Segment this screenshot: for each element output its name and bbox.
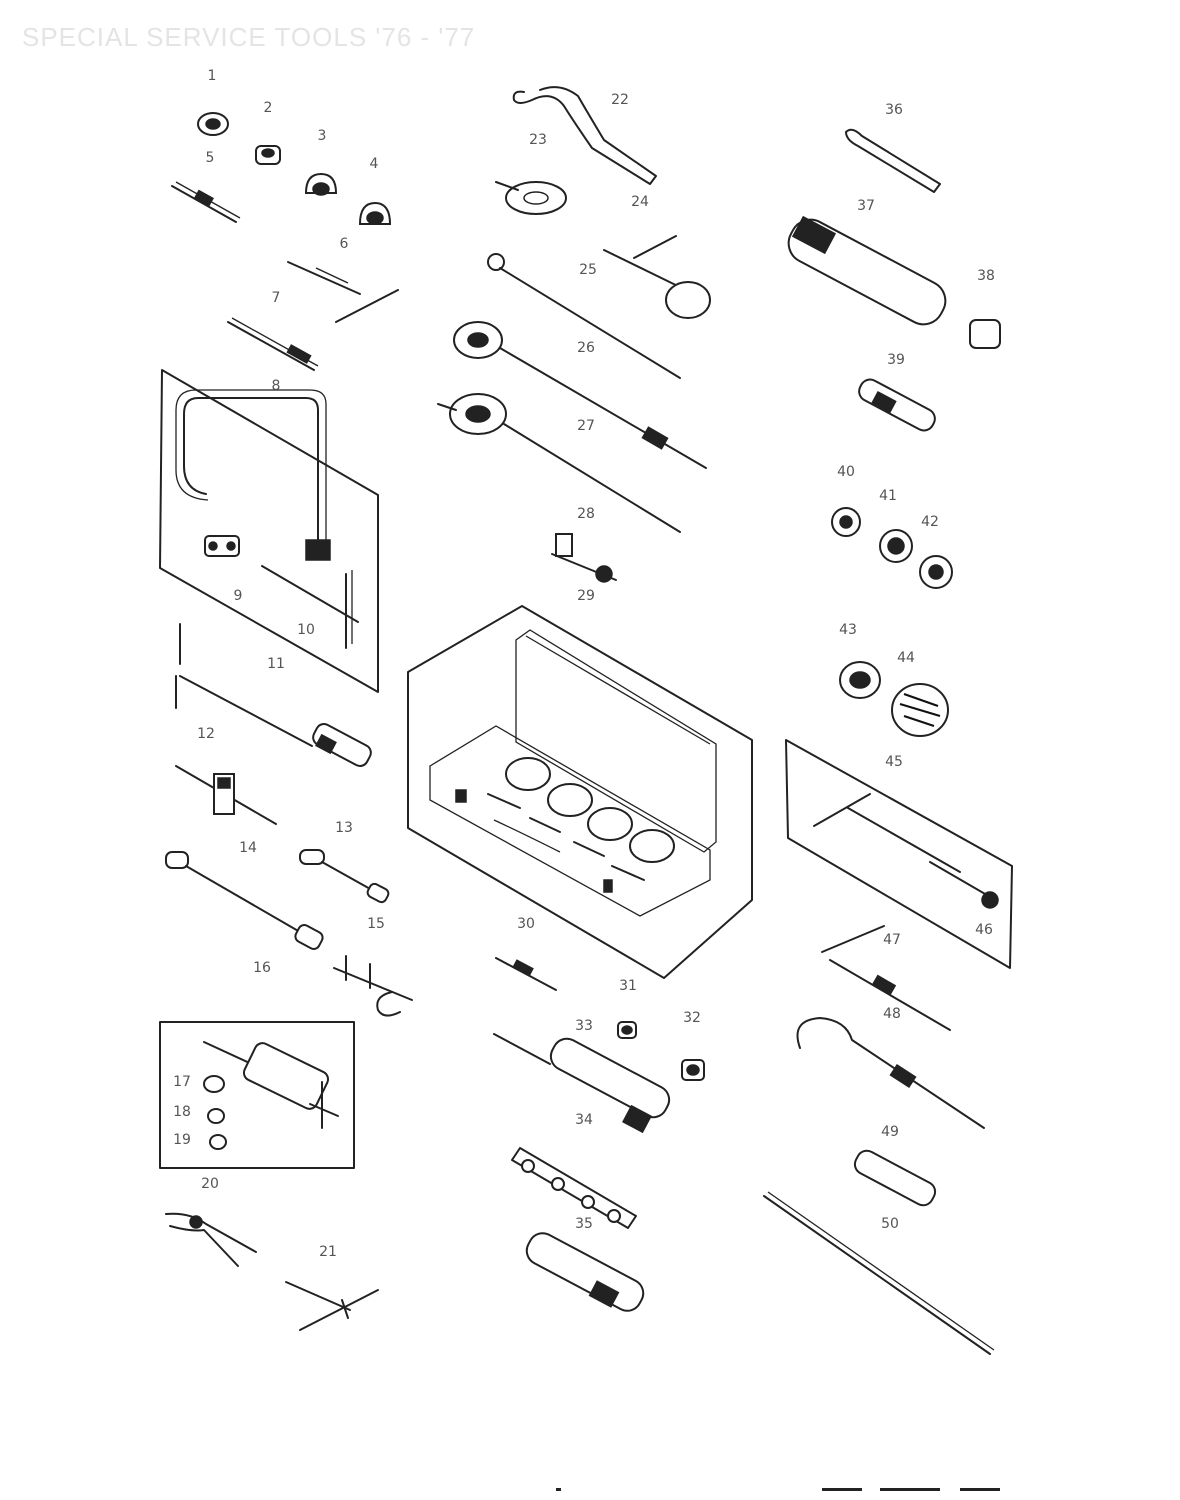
collar-38 bbox=[969, 319, 1001, 349]
driver-35b bbox=[525, 1232, 645, 1312]
callout-label-32: 32 bbox=[683, 1010, 701, 1026]
t-wrench-12 bbox=[175, 765, 277, 825]
callout-label-17: 17 bbox=[173, 1074, 191, 1090]
callout-label-37: 37 bbox=[857, 198, 875, 214]
ring-40 bbox=[831, 507, 861, 537]
callout-label-15: 15 bbox=[367, 916, 385, 932]
callout-label-30: 30 bbox=[517, 916, 535, 932]
ring-41 bbox=[879, 529, 913, 563]
callout-label-6: 6 bbox=[340, 236, 349, 252]
nut-1 bbox=[197, 112, 229, 136]
puller-26 bbox=[453, 321, 707, 469]
t-handle-6 bbox=[287, 261, 399, 323]
driver-39 bbox=[858, 378, 936, 432]
callout-label-12: 12 bbox=[197, 726, 215, 742]
page-title: SPECIAL SERVICE TOOLS '76 - '77 bbox=[22, 22, 476, 52]
callout-label-42: 42 bbox=[921, 514, 939, 530]
callout-label-50: 50 bbox=[881, 1216, 899, 1232]
callout-label-25: 25 bbox=[579, 262, 597, 278]
callout-label-22: 22 bbox=[611, 92, 629, 108]
callout-label-18: 18 bbox=[173, 1104, 191, 1120]
rod-11 bbox=[175, 623, 372, 767]
callout-label-1: 1 bbox=[208, 68, 217, 84]
callout-label-29: 29 bbox=[577, 588, 595, 604]
callout-label-43: 43 bbox=[839, 622, 857, 638]
callout-label-4: 4 bbox=[370, 156, 379, 172]
nut-2 bbox=[255, 145, 281, 165]
bit-5 bbox=[171, 181, 241, 223]
panel-45 bbox=[785, 739, 1013, 969]
callout-label-26: 26 bbox=[577, 340, 595, 356]
panel-8 bbox=[159, 369, 379, 693]
callout-label-31: 31 bbox=[619, 978, 637, 994]
handle-24 bbox=[603, 235, 711, 319]
callout-label-24: 24 bbox=[631, 194, 649, 210]
callout-label-13: 13 bbox=[335, 820, 353, 836]
rod-50 bbox=[763, 1191, 995, 1355]
holder-35 bbox=[511, 1147, 637, 1229]
ring-42 bbox=[919, 555, 953, 589]
gear-44 bbox=[891, 683, 949, 737]
callout-label-7: 7 bbox=[272, 290, 281, 306]
puller-15 bbox=[333, 955, 413, 1017]
callout-label-9: 9 bbox=[234, 588, 243, 604]
callout-label-41: 41 bbox=[879, 488, 897, 504]
spanner-36 bbox=[845, 128, 941, 193]
cylinder-37 bbox=[787, 215, 947, 326]
callout-label-23: 23 bbox=[529, 132, 547, 148]
t-tool-21 bbox=[285, 1281, 379, 1331]
callout-label-2: 2 bbox=[264, 100, 273, 116]
callout-label-10: 10 bbox=[297, 622, 315, 638]
callout-label-46: 46 bbox=[975, 922, 993, 938]
socket-3 bbox=[304, 172, 338, 196]
callout-label-27: 27 bbox=[577, 418, 595, 434]
callout-label-36: 36 bbox=[885, 102, 903, 118]
handle-34 bbox=[493, 1033, 671, 1134]
callout-label-11: 11 bbox=[267, 656, 285, 672]
panel-17 bbox=[159, 1021, 355, 1169]
callout-label-14: 14 bbox=[239, 840, 257, 856]
callout-label-28: 28 bbox=[577, 506, 595, 522]
punch-7 bbox=[227, 317, 319, 371]
callout-label-40: 40 bbox=[837, 464, 855, 480]
callout-label-44: 44 bbox=[897, 650, 915, 666]
callout-label-19: 19 bbox=[173, 1132, 191, 1148]
callout-label-5: 5 bbox=[206, 150, 215, 166]
puller-27 bbox=[437, 393, 681, 533]
callout-label-3: 3 bbox=[318, 128, 327, 144]
handle-49 bbox=[853, 1149, 937, 1207]
adapter-28 bbox=[551, 533, 617, 583]
wrench-14 bbox=[165, 851, 324, 950]
rod-13 bbox=[299, 849, 390, 904]
hook-48 bbox=[796, 1017, 985, 1129]
spanner-23 bbox=[495, 181, 567, 215]
socket-4 bbox=[358, 201, 392, 225]
pliers-20 bbox=[165, 1212, 257, 1267]
callout-label-49: 49 bbox=[881, 1124, 899, 1140]
callout-label-38: 38 bbox=[977, 268, 995, 284]
spanner-22 bbox=[512, 86, 657, 185]
callout-label-48: 48 bbox=[883, 1006, 901, 1022]
footer-marks bbox=[540, 1488, 1020, 1496]
callout-label-34: 34 bbox=[575, 1112, 593, 1128]
callout-label-39: 39 bbox=[887, 352, 905, 368]
nut-32 bbox=[681, 1059, 705, 1081]
callout-label-33: 33 bbox=[575, 1018, 593, 1034]
drift-30 bbox=[495, 957, 557, 991]
callout-label-21: 21 bbox=[319, 1244, 337, 1260]
gear-43 bbox=[839, 661, 881, 699]
nut-33 bbox=[617, 1021, 637, 1039]
callout-label-8: 8 bbox=[272, 378, 281, 394]
callout-label-35: 35 bbox=[575, 1216, 593, 1232]
t-bar-47 bbox=[821, 925, 951, 1031]
callout-label-20: 20 bbox=[201, 1176, 219, 1192]
callout-label-47: 47 bbox=[883, 932, 901, 948]
rod-25 bbox=[487, 253, 681, 379]
callout-labels: 1234567891011121314151617181920212223242… bbox=[173, 68, 995, 1260]
callout-label-45: 45 bbox=[885, 754, 903, 770]
tool-box bbox=[407, 605, 753, 979]
callout-label-16: 16 bbox=[253, 960, 271, 976]
